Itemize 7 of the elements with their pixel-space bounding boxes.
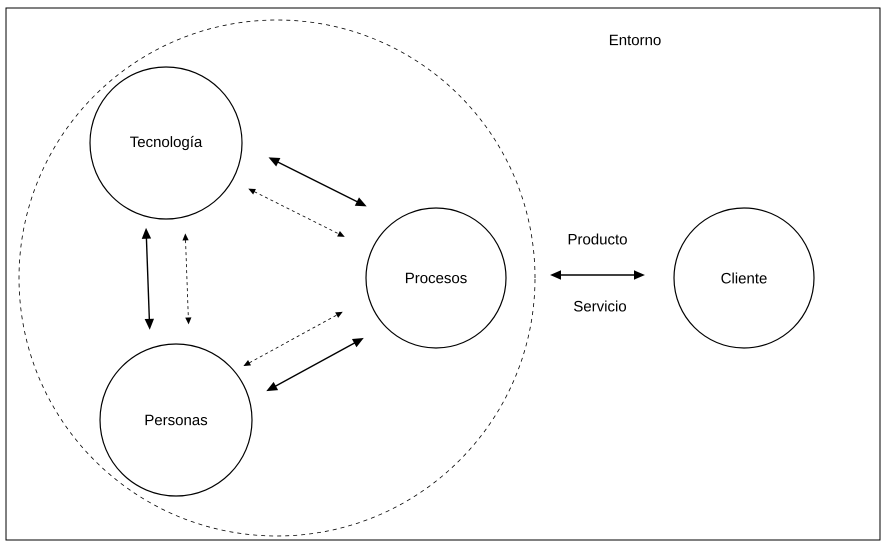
- circle-node: Cliente: [673, 207, 815, 349]
- circle-node: Procesos: [365, 207, 507, 349]
- edge-label: Producto: [568, 234, 627, 244]
- circle-node: Personas: [99, 343, 253, 497]
- circle-node: Tecnología: [89, 66, 243, 220]
- dashed-circle: [18, 20, 536, 536]
- text-label: Servicio: [574, 300, 626, 312]
